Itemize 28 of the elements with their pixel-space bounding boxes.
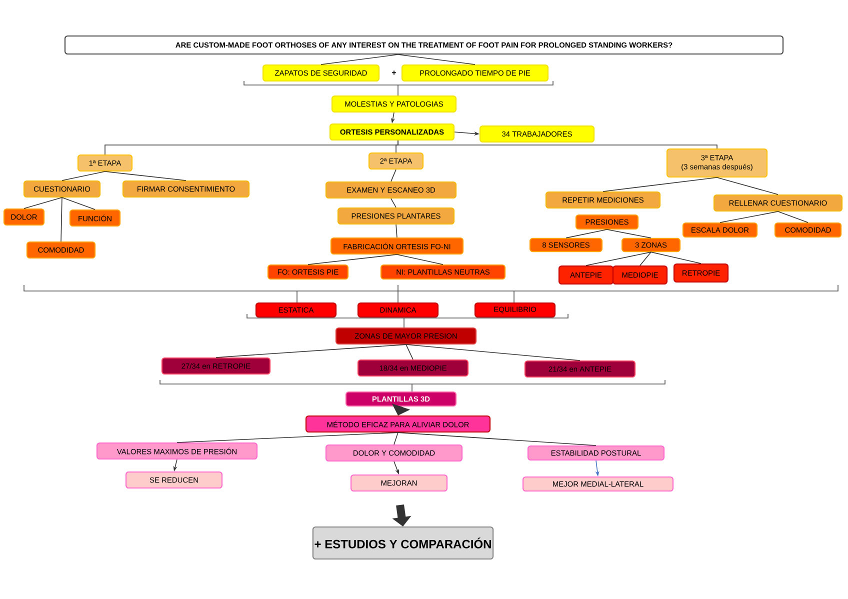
connector-line	[586, 252, 652, 266]
connector-line	[396, 224, 398, 238]
connector-line	[716, 177, 778, 195]
connector-line	[390, 198, 396, 208]
connector-line	[778, 211, 808, 223]
connector-line	[104, 171, 186, 181]
connector-line	[398, 54, 476, 65]
connector-line	[394, 432, 398, 445]
connector-line	[640, 252, 652, 266]
connector-line	[602, 177, 718, 192]
connector-line	[62, 197, 96, 210]
connector-line	[216, 344, 406, 358]
connector-line	[24, 197, 62, 209]
connector-line	[308, 254, 398, 265]
connector-line	[62, 171, 106, 181]
connector-line	[390, 169, 396, 182]
connector-line	[606, 229, 652, 238]
connector-line	[650, 252, 702, 264]
connector-line	[720, 211, 778, 223]
connector-line	[406, 344, 580, 361]
connector-line	[398, 140, 718, 149]
connector-line	[60, 197, 62, 242]
connector-line	[398, 432, 596, 446]
connector-line	[176, 432, 398, 443]
plus-sign: +	[392, 70, 396, 75]
connector-line	[406, 344, 414, 360]
conclusion-box: + ESTUDIOS Y COMPARACIÓN	[312, 526, 494, 560]
connector-line	[320, 54, 398, 65]
